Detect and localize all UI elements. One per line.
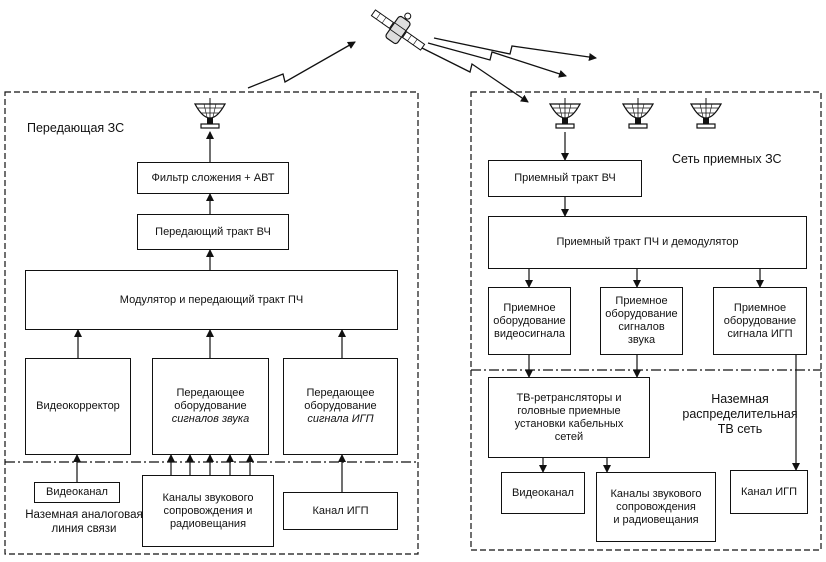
tv-repeaters-box: ТВ-ретрансляторы и головные приемные уст… xyxy=(488,377,650,458)
igp-receive-equipment-box: Приемное оборудование сигнала ИГП xyxy=(713,287,807,355)
video-corrector-box: Видеокорректор xyxy=(25,358,131,455)
igp-equipment-line2: оборудование xyxy=(304,400,377,412)
uplink-arrow xyxy=(247,41,356,89)
combining-filter-box: Фильтр сложения + АВТ xyxy=(137,162,289,194)
sound-transmit-equipment-box: Передающее оборудование сигналов звука xyxy=(152,358,269,455)
transmit-station-title: Передающая ЗС xyxy=(27,121,125,135)
igp-channel-source-box: Канал ИГП xyxy=(283,492,398,530)
sound-equipment-line3: сигналов звука xyxy=(171,413,250,425)
igp-transmit-equipment-box: Передающее оборудование сигнала ИГП xyxy=(283,358,398,455)
downlink-arrow-1 xyxy=(421,47,529,103)
ground-link-title: Наземная аналоговая линия связи xyxy=(25,509,143,535)
sound-receive-equipment-box: Приемное оборудование сигналов звука xyxy=(600,287,683,355)
downlink-arrow-3 xyxy=(433,37,597,61)
sound-channels-output-box: Каналы звукового сопровождения и радиове… xyxy=(596,472,716,542)
video-channel-output-box: Видеоканал xyxy=(501,472,585,514)
sound-equipment-line1: Передающее xyxy=(176,387,245,399)
dish-antenna-icon xyxy=(690,97,722,129)
video-channel-source-box: Видеоканал xyxy=(34,482,120,503)
igp-equipment-line1: Передающее xyxy=(306,387,375,399)
receive-rf-path-box: Приемный тракт ВЧ xyxy=(488,160,642,197)
distribution-network-title: Наземная распределительная ТВ сеть xyxy=(682,392,798,436)
transmit-rf-path-box: Передающий тракт ВЧ xyxy=(137,214,289,250)
dish-antenna-icon xyxy=(194,97,226,129)
igp-channel-output-box: Канал ИГП xyxy=(730,470,808,514)
dish-antenna-icon xyxy=(549,97,581,129)
receive-network-title: Сеть приемных ЗС xyxy=(672,152,782,166)
sound-equipment-line2: оборудование xyxy=(174,400,247,412)
receive-network-region xyxy=(470,91,822,551)
dish-antenna-icon xyxy=(622,97,654,129)
receive-if-demodulator-box: Приемный тракт ПЧ и демодулятор xyxy=(488,216,807,269)
sound-channels-source-box: Каналы звукового сопровождения и радиове… xyxy=(142,475,274,547)
right-arrows xyxy=(525,132,800,473)
video-receive-equipment-box: Приемное оборудование видеосигнала xyxy=(488,287,571,355)
satellite-icon xyxy=(370,9,426,51)
igp-equipment-line3: сигнала ИГП xyxy=(307,413,374,425)
downlink-arrow-2 xyxy=(427,42,567,78)
modulator-box: Модулятор и передающий тракт ПЧ xyxy=(25,270,398,330)
transmit-station-region xyxy=(4,91,419,555)
left-arrows xyxy=(73,131,346,492)
